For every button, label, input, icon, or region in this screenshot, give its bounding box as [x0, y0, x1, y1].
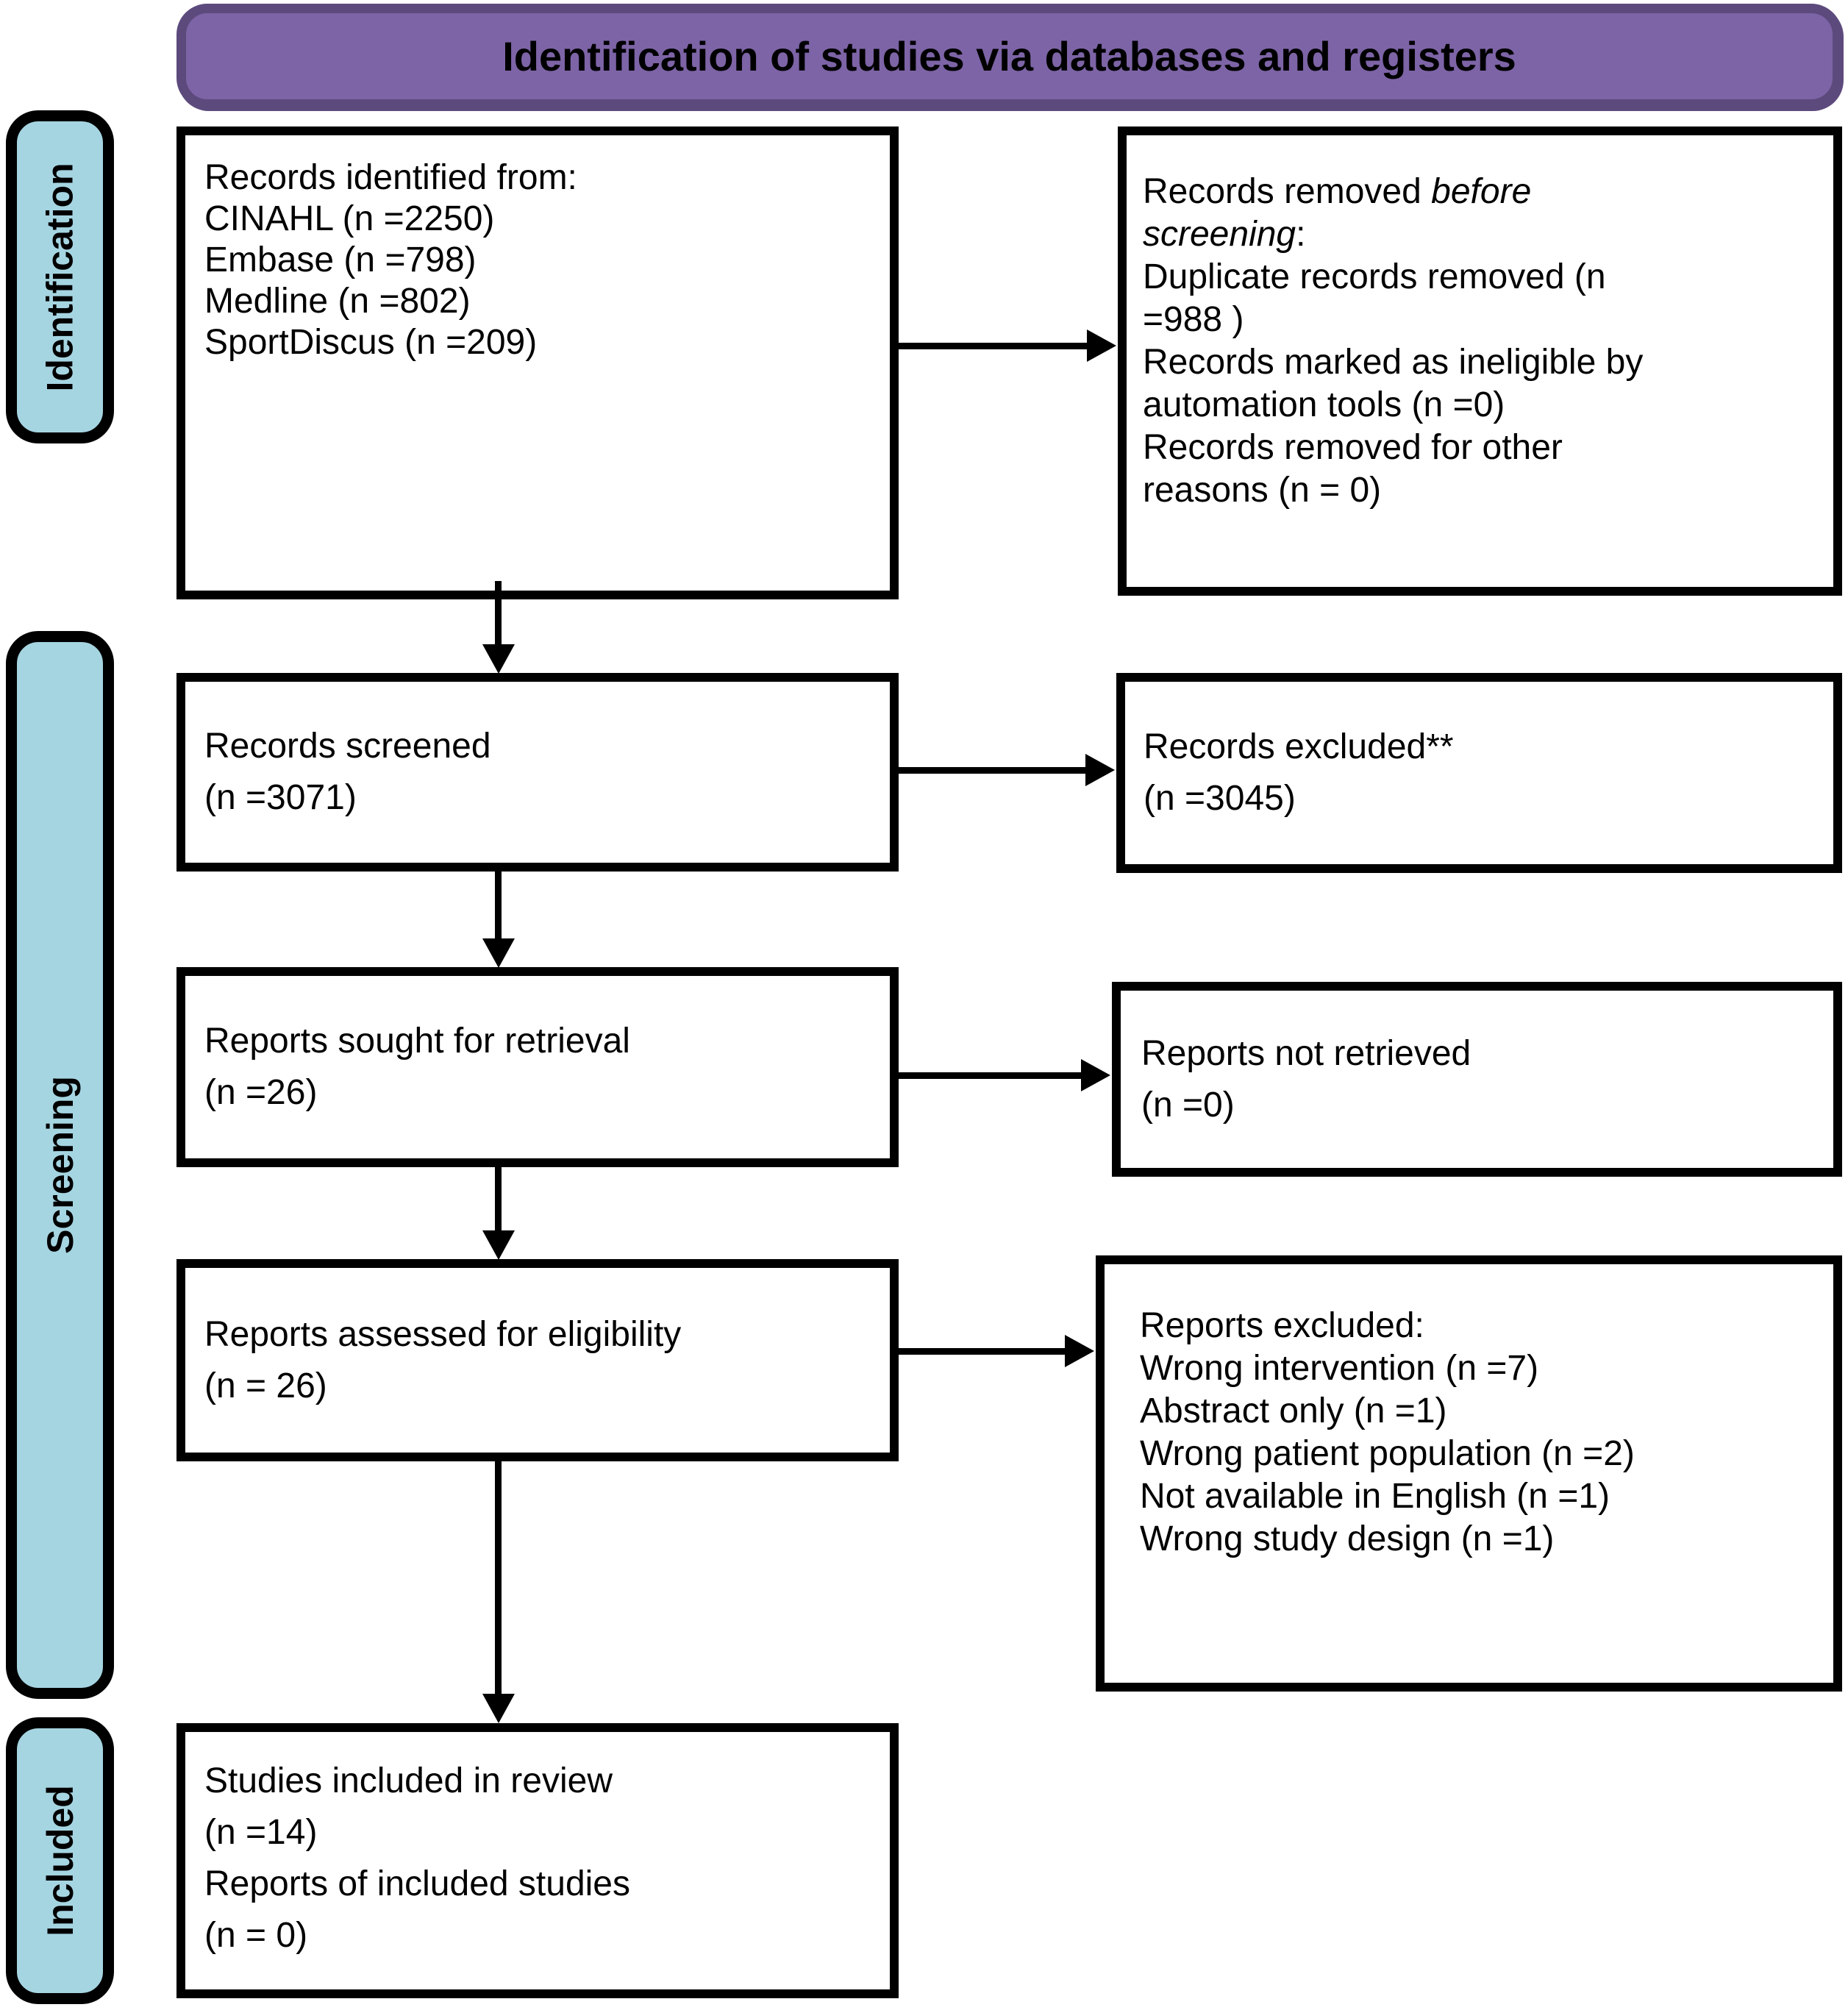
text-line: Wrong study design (n =1) — [1140, 1519, 1555, 1558]
arrow-screened-to-sought-line — [495, 870, 502, 941]
box-records-screened: Records screened (n =3071) — [176, 673, 899, 872]
text-line: Reports excluded: — [1140, 1306, 1424, 1345]
text-line: Reports of included studies — [204, 1864, 630, 1903]
text-line: automation tools (n =0) — [1143, 385, 1505, 424]
arrow-right-icon — [1081, 1059, 1110, 1091]
text-line: =988 ) — [1143, 300, 1244, 339]
box-reports-excluded: Reports excluded: Wrong intervention (n =… — [1096, 1255, 1842, 1692]
text-line: Embase (n =798) — [204, 240, 477, 279]
text-line: CINAHL (n =2250) — [204, 199, 495, 238]
text-line: Reports assessed for eligibility — [204, 1314, 682, 1354]
arrow-right-icon — [1065, 1335, 1094, 1367]
text-line: Records removed before — [1143, 172, 1532, 211]
text-line: Records excluded** — [1144, 727, 1454, 766]
text-line: Abstract only (n =1) — [1140, 1391, 1447, 1430]
arrow-sought-to-notretrieved-line — [899, 1072, 1082, 1079]
text-line: Medline (n =802) — [204, 282, 471, 321]
box-records-removed-before-screening: Records removed before screening:Duplicat… — [1118, 126, 1842, 596]
text-line: SportDiscus (n =209) — [204, 323, 538, 362]
text-line: Reports sought for retrieval — [204, 1022, 630, 1061]
stage-label-identification: Identification — [6, 110, 114, 443]
text-line: Reports not retrieved — [1141, 1033, 1471, 1073]
text-line: Records removed for other — [1143, 428, 1563, 467]
stage-label-screening-text: Screening — [39, 1076, 81, 1254]
text-line: Records identified from: — [204, 158, 577, 197]
text-line: Records screened — [204, 727, 491, 766]
stage-label-screening: Screening — [6, 631, 114, 1699]
box-studies-included-in-review: Studies included in review (n =14) Reports… — [176, 1723, 899, 1998]
stage-label-included: Included — [6, 1717, 114, 2004]
arrow-right-icon — [1087, 329, 1116, 362]
stage-label-included-text: Included — [39, 1785, 81, 1936]
arrow-screened-to-excluded-line — [899, 767, 1087, 774]
arrow-identified-to-screened-line — [495, 581, 502, 647]
arrow-down-icon — [482, 644, 515, 674]
text-line: Wrong intervention (n =7) — [1140, 1349, 1539, 1388]
text-line: (n =3045) — [1144, 779, 1296, 818]
box-records-excluded: Records excluded** (n =3045) — [1116, 673, 1842, 873]
text-line: Records marked as ineligible by — [1143, 343, 1644, 382]
box-reports-not-retrieved: Reports not retrieved (n =0) — [1112, 982, 1842, 1177]
box-reports-assessed-for-eligibility: Reports assessed for eligibility (n = 26) — [176, 1259, 899, 1461]
text-line: Studies included in review — [204, 1761, 613, 1800]
diagram-title: Identification of studies via databases … — [502, 33, 1516, 79]
text-line: screening: — [1143, 215, 1306, 254]
arrow-assessed-to-excluded-line — [899, 1348, 1066, 1355]
text-line: (n = 26) — [204, 1366, 327, 1405]
stage-label-identification-text: Identification — [39, 162, 81, 392]
text-line: Wrong patient population (n =2) — [1140, 1434, 1635, 1473]
text-line: (n =26) — [204, 1073, 318, 1112]
text-line: (n =0) — [1141, 1085, 1235, 1125]
text-line: (n = 0) — [204, 1916, 308, 1955]
arrow-down-icon — [482, 1230, 515, 1260]
text-line: (n =14) — [204, 1813, 318, 1852]
box-records-identified: Records identified from:CINAHL (n =2250)… — [176, 126, 899, 599]
box-reports-sought-for-retrieval: Reports sought for retrieval (n =26) — [176, 967, 899, 1167]
diagram-title-banner: Identification of studies via databases … — [176, 4, 1842, 109]
text-line: (n =3071) — [204, 778, 357, 817]
arrow-identified-to-removed-line — [899, 343, 1088, 349]
arrow-sought-to-assessed-line — [495, 1166, 502, 1233]
text-line: Duplicate records removed (n — [1143, 257, 1606, 296]
text-line: Not available in English (n =1) — [1140, 1477, 1610, 1516]
arrow-right-icon — [1085, 754, 1115, 786]
arrow-assessed-to-included-line — [495, 1460, 502, 1697]
text-line: reasons (n = 0) — [1143, 471, 1382, 510]
arrow-down-icon — [482, 938, 515, 968]
arrow-down-icon — [482, 1694, 515, 1723]
